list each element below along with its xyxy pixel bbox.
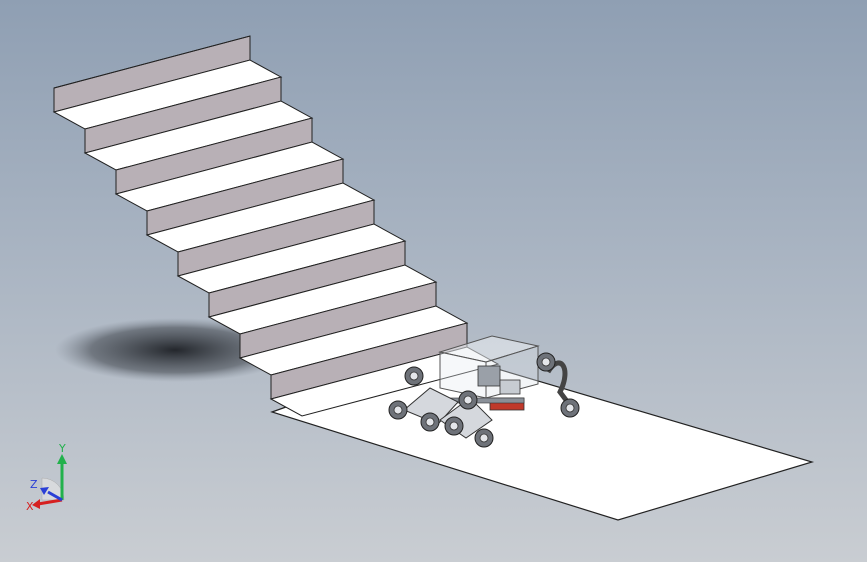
z-axis-label: Z	[30, 478, 38, 491]
z-axis-arrow-icon	[40, 487, 49, 495]
robot-wheel-hub	[409, 371, 419, 381]
robot-gearbox	[499, 379, 521, 395]
robot-motor	[477, 365, 501, 387]
x-axis-icon	[37, 498, 63, 506]
robot-wheel-hub	[463, 395, 473, 405]
robot-wheel-hub	[479, 433, 489, 443]
stair-tread	[269, 346, 500, 417]
robot-wheel-hub	[449, 421, 459, 431]
x-axis-arrow-icon	[32, 499, 40, 509]
triad-octant	[41, 477, 65, 501]
stair-climbing-robot[interactable]	[388, 335, 580, 448]
robot-wheel-hub	[541, 357, 551, 367]
z-axis-icon	[47, 490, 63, 502]
coordinate-triad: Y Z X	[26, 442, 67, 513]
stair-shadow	[55, 318, 295, 382]
staircase[interactable]	[52, 35, 500, 417]
x-axis-label: X	[26, 500, 34, 513]
stair-top-edge	[53, 35, 251, 89]
robot-wheel-hub	[393, 405, 403, 415]
robot-wheel-hub	[565, 403, 575, 413]
y-axis-arrow-icon	[57, 454, 67, 464]
robot-wheels	[388, 352, 580, 448]
y-axis-label: Y	[58, 442, 66, 455]
robot-wheel-hub	[425, 417, 435, 427]
